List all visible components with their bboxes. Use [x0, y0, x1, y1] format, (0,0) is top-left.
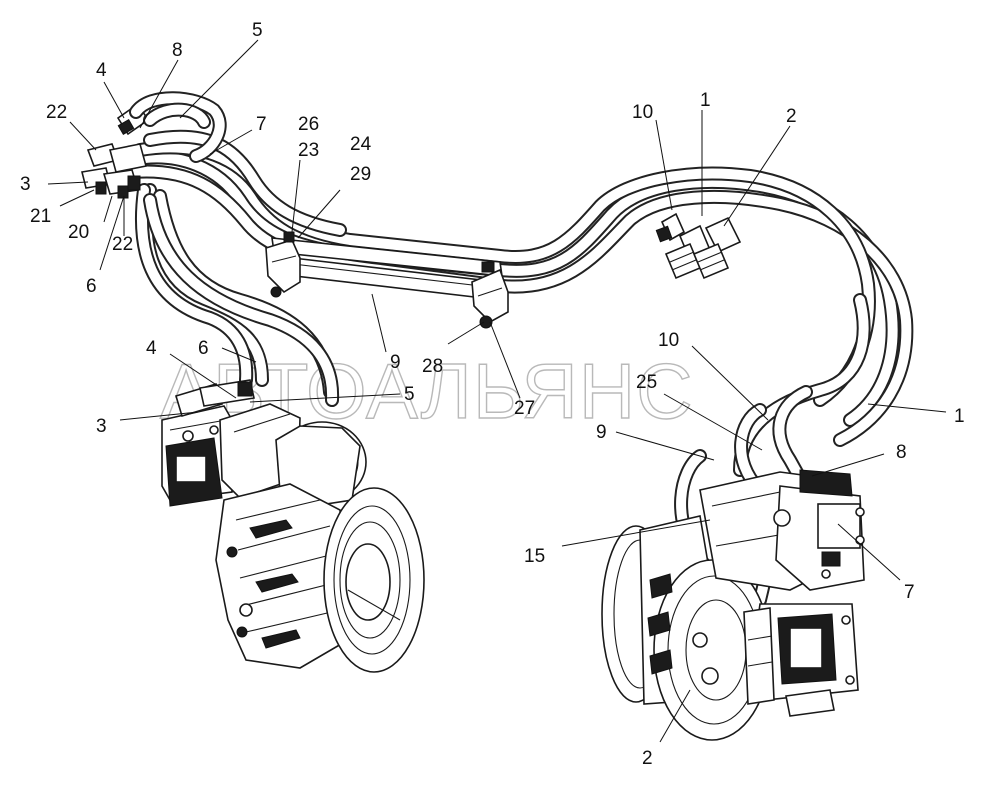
leader-lines	[47, 39, 947, 743]
callout-15: 15	[524, 546, 545, 567]
callout-7-right: 7	[904, 582, 915, 603]
callout-29: 29	[350, 164, 371, 185]
callout-2: 2	[786, 106, 797, 127]
callout-28: 28	[422, 356, 443, 377]
callout-20: 20	[68, 222, 89, 243]
hydraulic-motor-right	[601, 469, 865, 741]
callout-3: 3	[20, 174, 31, 195]
callout-23: 23	[298, 140, 319, 161]
callout-22: 22	[46, 102, 67, 123]
callout-22-lower: 22	[112, 234, 133, 255]
callout-6: 6	[86, 276, 97, 297]
callout-27: 27	[514, 398, 535, 419]
callout-8-right: 8	[896, 442, 907, 463]
callout-10-right: 10	[658, 330, 679, 351]
hydraulic-motor-left	[161, 379, 425, 673]
callout-2-bottom: 2	[642, 748, 653, 769]
callout-3-lower: 3	[96, 416, 107, 437]
callout-7: 7	[256, 114, 267, 135]
callout-1: 1	[700, 90, 711, 111]
callout-labels: 1 2 10 5 8 4 22 7 26 23 24 29 3 21 20 22…	[20, 20, 965, 769]
fitting-cluster-top-right	[655, 212, 742, 280]
callout-1-right: 1	[954, 406, 965, 427]
hose-line-core	[145, 131, 345, 235]
callout-4: 4	[96, 60, 107, 81]
hose-line-core	[136, 185, 252, 385]
callout-10: 10	[632, 102, 653, 123]
fitting-cluster-top-left	[81, 91, 227, 199]
clamp-bar-assembly	[265, 231, 509, 329]
callout-9: 9	[390, 352, 401, 373]
callout-25: 25	[636, 372, 657, 393]
hose-line-core	[127, 152, 898, 425]
callout-21: 21	[30, 206, 51, 227]
callout-9-right: 9	[596, 422, 607, 443]
callout-24: 24	[350, 134, 372, 155]
hose-line-core	[129, 166, 912, 445]
callout-4-lower: 4	[146, 338, 157, 359]
hose-line-core	[145, 195, 338, 405]
callout-5-lower: 5	[404, 384, 415, 405]
callout-26: 26	[298, 114, 319, 135]
hose-line-core	[774, 387, 811, 483]
callout-5: 5	[252, 20, 263, 41]
callout-8: 8	[172, 40, 183, 61]
callout-6-lower: 6	[198, 338, 209, 359]
